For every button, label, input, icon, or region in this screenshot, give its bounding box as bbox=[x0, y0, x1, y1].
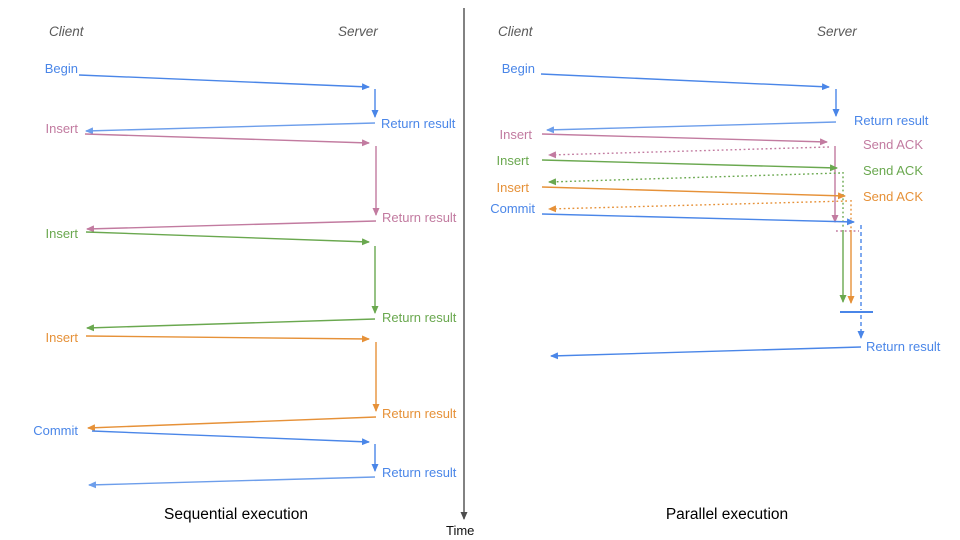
time-axis-label: Time bbox=[446, 523, 475, 538]
seq-insert1-response-label: Return result bbox=[382, 210, 457, 225]
seq-insert3-response-label: Return result bbox=[382, 406, 457, 421]
par-begin-request-arrow bbox=[540, 73, 830, 91]
par-insert3-request-arrow bbox=[541, 186, 846, 200]
par-client-header: Client bbox=[498, 24, 533, 39]
seq-panel-title: Sequential execution bbox=[164, 506, 308, 523]
par-commit-request-arrow bbox=[541, 213, 855, 226]
seq-commit-response-label: Return result bbox=[382, 465, 457, 480]
par-insert2-label: Insert bbox=[496, 153, 529, 168]
par-insert3-label: Insert bbox=[496, 180, 529, 195]
seq-server-header: Server bbox=[338, 24, 378, 39]
par-panel-title: Parallel execution bbox=[665, 506, 789, 523]
seq-begin-request-arrow bbox=[78, 74, 370, 91]
par-insert3-ack-arrow bbox=[548, 200, 848, 213]
seq-insert3-return-arrow bbox=[87, 416, 377, 432]
par-insert2-response-label: Send ACK bbox=[863, 163, 923, 178]
seq-commit-return-arrow bbox=[88, 476, 376, 489]
seq-insert2-label: Insert bbox=[45, 226, 78, 241]
par-insert1-response-label: Send ACK bbox=[863, 137, 923, 152]
seq-commit-request-arrow bbox=[91, 430, 370, 446]
par-begin-response-label: Return result bbox=[854, 113, 929, 128]
seq-begin-return-arrow bbox=[85, 122, 376, 135]
par-begin-label: Begin bbox=[501, 61, 535, 76]
seq-begin-label: Begin bbox=[44, 61, 78, 76]
seq-insert1-label: Insert bbox=[45, 121, 78, 136]
par-insert2-request-arrow bbox=[541, 159, 838, 172]
par-commit-response-label: Return result bbox=[866, 339, 941, 354]
par-begin-return-arrow bbox=[546, 121, 837, 134]
seq-insert3-label: Insert bbox=[45, 330, 78, 345]
seq-insert1-return-arrow bbox=[86, 220, 377, 233]
par-insert1-request-arrow bbox=[541, 133, 828, 146]
seq-commit-label: Commit bbox=[33, 423, 78, 438]
par-commit-label: Commit bbox=[490, 201, 535, 216]
par-commit-return-arrow bbox=[550, 346, 862, 360]
seq-insert2-return-arrow bbox=[86, 318, 376, 332]
seq-insert3-request-arrow bbox=[85, 335, 370, 343]
seq-insert2-response-label: Return result bbox=[382, 310, 457, 325]
seq-begin-response-label: Return result bbox=[381, 116, 456, 131]
par-insert1-ack-arrow bbox=[548, 146, 830, 159]
par-insert1-label: Insert bbox=[499, 127, 532, 142]
seq-insert1-request-arrow bbox=[84, 133, 370, 147]
par-insert3-response-label: Send ACK bbox=[863, 189, 923, 204]
par-insert2-ack-arrow bbox=[548, 172, 841, 186]
par-server-header: Server bbox=[817, 24, 857, 39]
seq-insert2-request-arrow bbox=[85, 231, 370, 246]
seq-client-header: Client bbox=[49, 24, 84, 39]
